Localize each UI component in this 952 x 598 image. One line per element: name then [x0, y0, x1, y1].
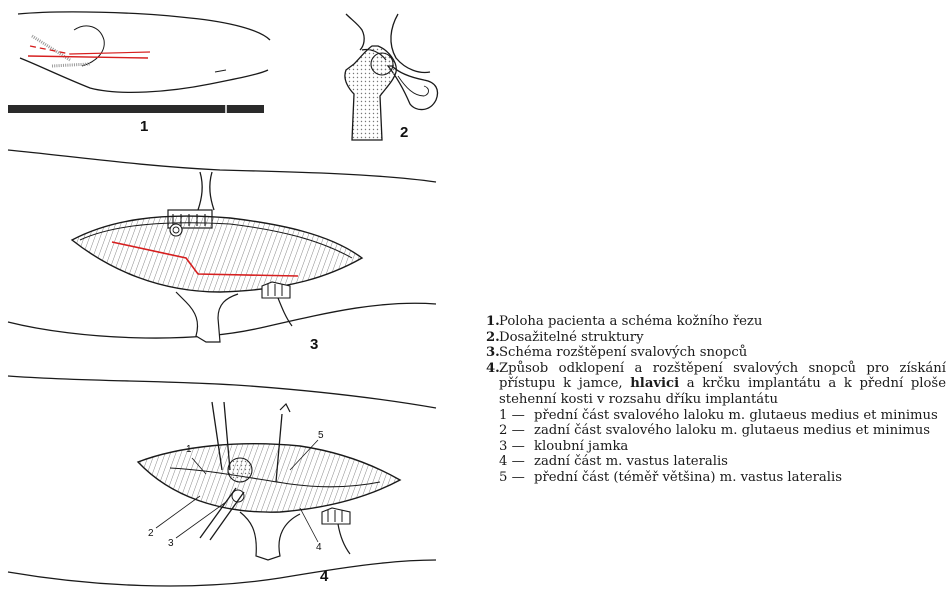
part-label-2: 2	[148, 528, 154, 539]
figure-number-2: 2	[400, 124, 408, 141]
figure-3-muscle-splitting	[8, 150, 436, 342]
legend-item-3: 3. Schéma rozštěpení svalových snopců	[486, 345, 946, 361]
figure-number-1: 1	[140, 118, 148, 135]
legend-subitem-5: 5 — přední část (téměř většina) m. vastu…	[499, 470, 946, 486]
figure-2-hip-structures	[345, 14, 438, 140]
legend-subitem-4: 4 — zadní část m. vastus lateralis	[499, 454, 946, 470]
part-label-3: 3	[168, 538, 174, 549]
legend-item-4: 4. Způsob odklopení a rozštěpení svalový…	[486, 361, 946, 408]
part-label-4: 4	[316, 542, 322, 553]
figure-number-4: 4	[320, 568, 328, 585]
legend-subitem-1: 1 — přední část svalového laloku m. glut…	[499, 408, 946, 424]
legend-subitem-2: 2 — zadní část svalového laloku m. gluta…	[499, 423, 946, 439]
legend-item-2: 2. Dosažitelné struktury	[486, 330, 946, 346]
legend-item-1: 1. Poloha pacienta a schéma kožního řezu	[486, 314, 946, 330]
figure-1-patient-position	[8, 12, 270, 113]
figure-number-3: 3	[310, 336, 318, 353]
legend-subitem-3: 3 — kloubní jamka	[499, 439, 946, 455]
figure-legend: 1. Poloha pacienta a schéma kožního řezu…	[486, 314, 946, 486]
figure-4-exposure	[8, 376, 436, 586]
part-label-5: 5	[318, 430, 324, 441]
part-label-1: 1	[186, 444, 192, 455]
